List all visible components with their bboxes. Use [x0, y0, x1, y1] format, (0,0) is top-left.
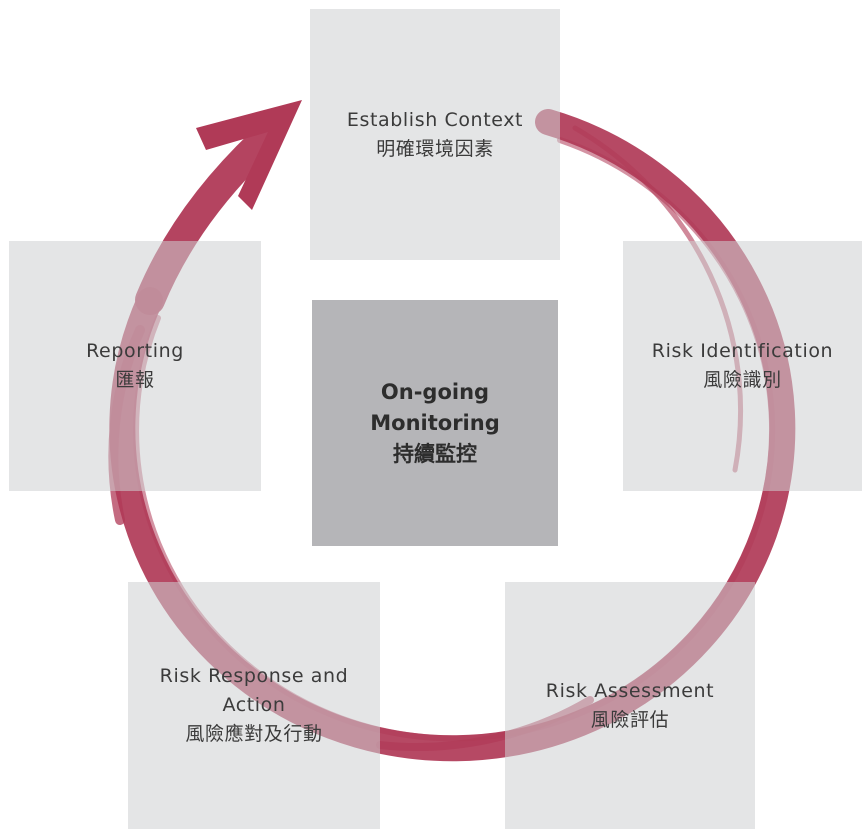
- step-risk-response-zh: 風險應對及行動: [185, 723, 323, 745]
- center-line2: Monitoring: [370, 410, 500, 435]
- step-reporting: Reporting 匯報: [9, 241, 261, 491]
- step-establish-context: Establish Context 明確環境因素: [310, 9, 560, 260]
- center-line1: On-going: [380, 379, 490, 404]
- step-risk-identification-zh: 風險識別: [703, 369, 782, 391]
- step-establish-context-en: Establish Context: [346, 108, 524, 131]
- cycle-arrow-head: [196, 100, 302, 210]
- step-risk-assessment-en: Risk Assessment: [545, 679, 715, 702]
- step-risk-identification-en: Risk Identification: [651, 340, 834, 362]
- step-establish-context-zh: 明確環境因素: [376, 137, 494, 160]
- center-ongoing-monitoring: On-going Monitoring 持續監控: [312, 300, 558, 546]
- step-risk-response-en-line2: Action: [222, 694, 286, 716]
- step-risk-identification: Risk Identification 風險識別: [623, 241, 862, 491]
- step-risk-response-en-line1: Risk Response and: [159, 665, 349, 687]
- step-risk-assessment-zh: 風險評估: [590, 708, 670, 731]
- step-risk-assessment: Risk Assessment 風險評估: [505, 582, 755, 829]
- center-line3: 持續監控: [393, 441, 477, 466]
- step-reporting-en: Reporting: [86, 340, 184, 362]
- step-risk-response-action: Risk Response and Action 風險應對及行動: [128, 582, 380, 829]
- step-reporting-zh: 匯報: [115, 369, 155, 391]
